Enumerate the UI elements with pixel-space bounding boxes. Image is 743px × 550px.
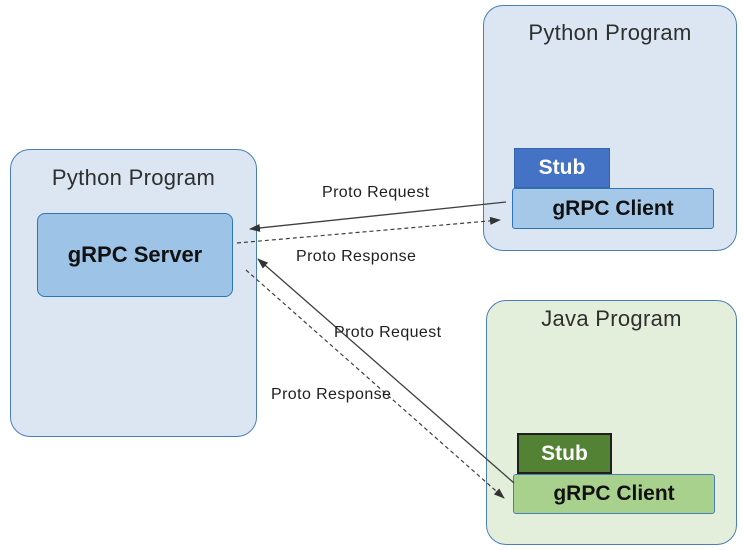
java-response-arrow — [245, 269, 505, 499]
grpc-server-box: gRPC Server — [37, 213, 233, 297]
python-stub-label: Stub — [538, 156, 586, 179]
server-program-title: Python Program — [51, 165, 216, 190]
python-request-label: Proto Request — [322, 184, 430, 201]
python-response-label: Proto Response — [296, 248, 417, 265]
java-request-label: Proto Request — [334, 324, 442, 341]
python-client-program-title: Python Program — [528, 20, 692, 45]
java-grpc-client-label: gRPC Client — [553, 482, 675, 505]
python-grpc-client-box: gRPC Client — [512, 188, 714, 229]
python-request-arrow — [249, 201, 507, 232]
grpc-server-label: gRPC Server — [67, 242, 203, 267]
java-response-label: Proto Response — [271, 386, 392, 403]
python-grpc-client-label: gRPC Client — [552, 196, 674, 220]
java-grpc-client-box: gRPC Client — [513, 474, 715, 514]
python-response-arrow — [236, 216, 501, 244]
java-stub-label: Stub — [541, 441, 588, 465]
java-request-arrow — [257, 258, 515, 484]
java-stub-box: Stub — [517, 433, 612, 474]
java-client-program-title: Java Program — [541, 306, 682, 331]
python-stub-box: Stub — [514, 148, 610, 188]
